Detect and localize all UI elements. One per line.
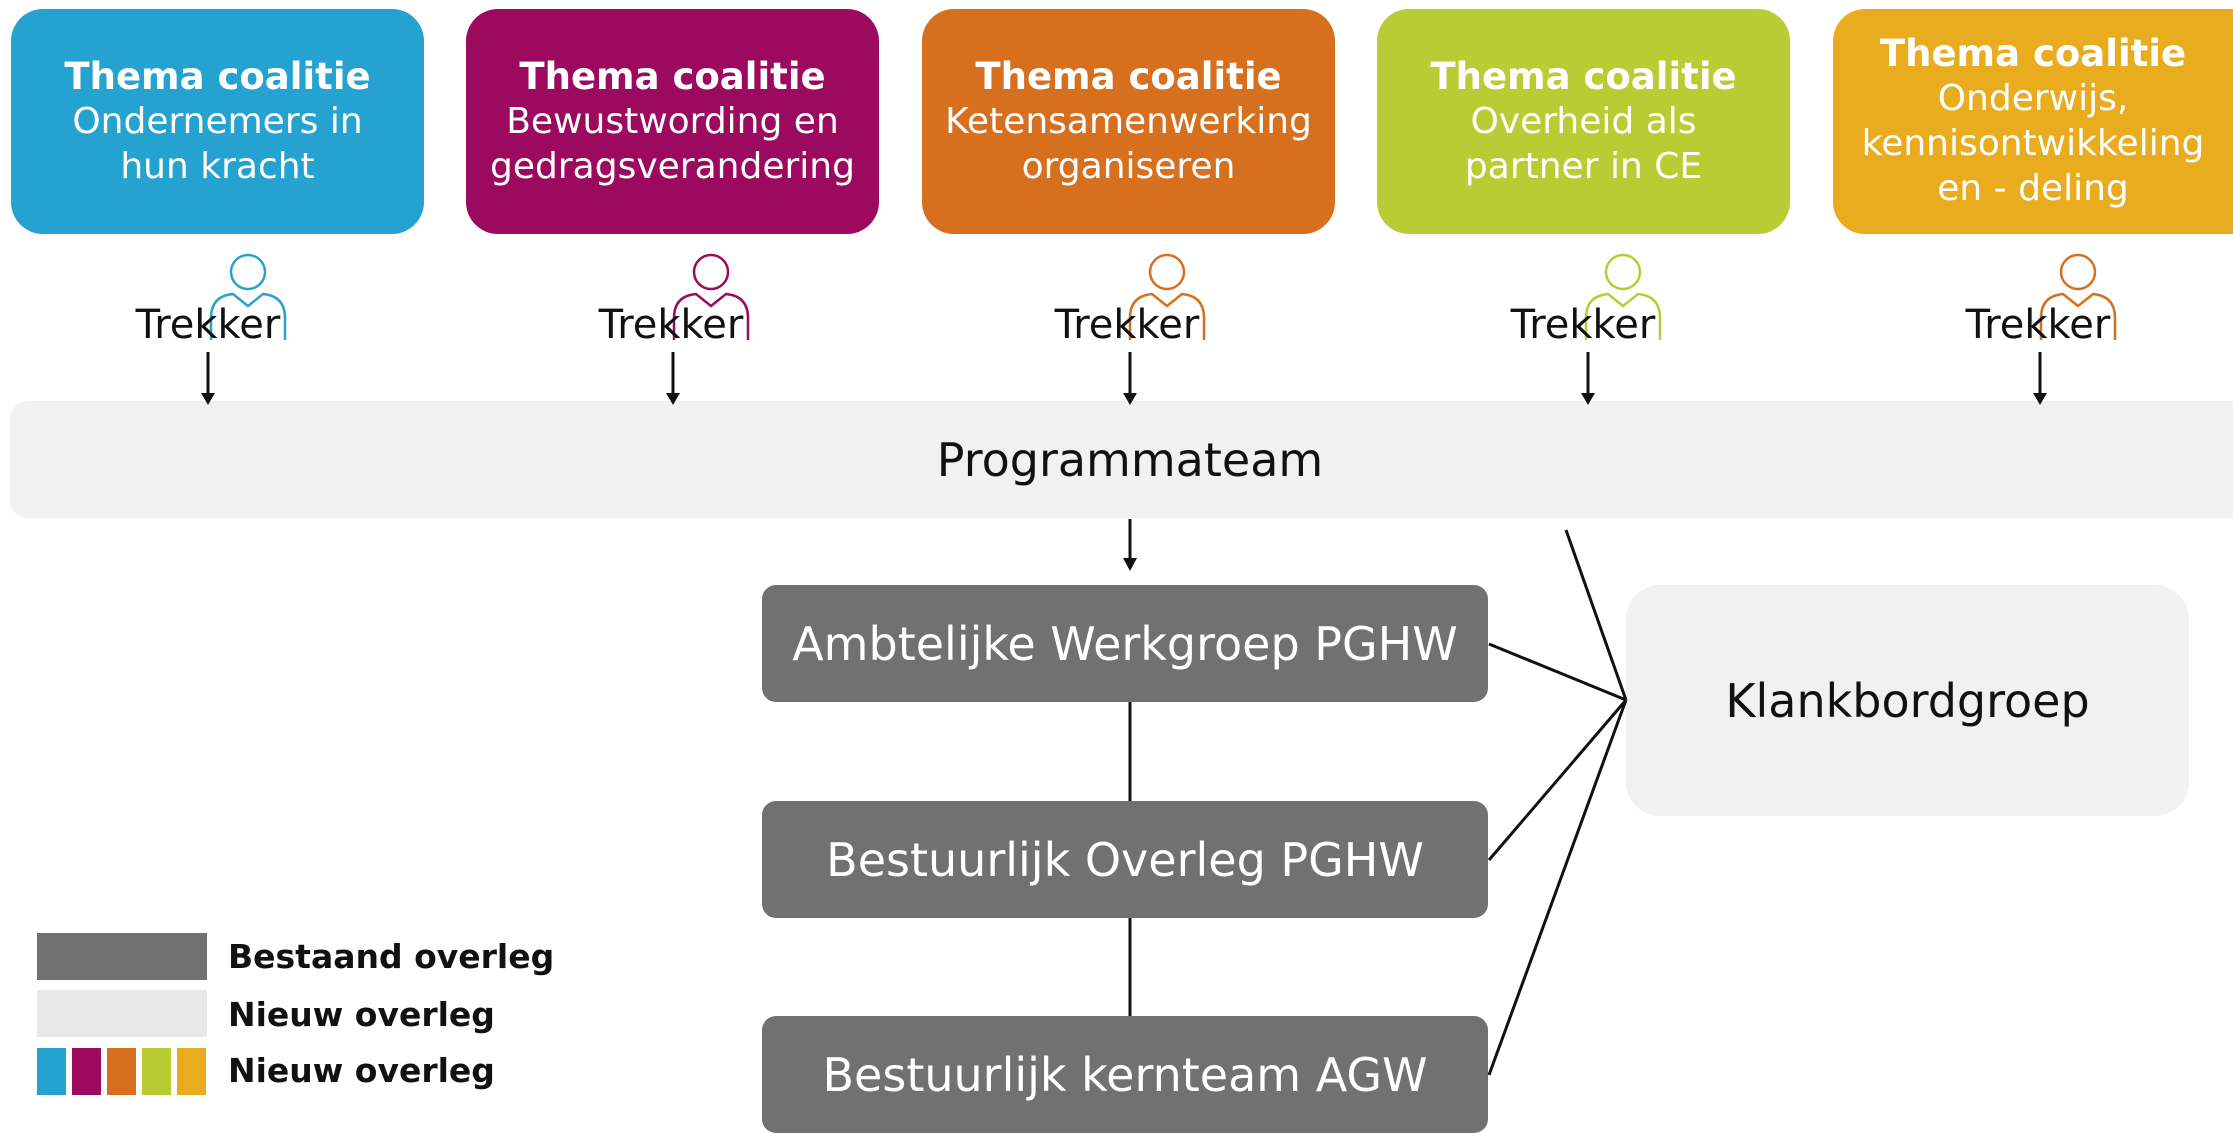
theme-coalition-bewustwording: Thema coalitie Bewustwording en gedragsv… (466, 9, 879, 234)
klankbordgroep-box: Klankbordgroep (1626, 585, 2189, 816)
person-icon (672, 253, 750, 340)
theme-coalition-ondernemers: Thema coalitie Ondernemers in hun kracht (11, 9, 424, 234)
legend-swatch-existing (37, 933, 207, 980)
line-kernteam-klankbord (1487, 699, 1628, 1076)
theme-title: Thema coalitie (1879, 32, 2187, 75)
theme-subtitle: Bewustwording en gedragsverandering (490, 100, 855, 187)
line-programmateam-klankbord (1564, 529, 1628, 701)
legend-label-existing: Bestaand overleg (228, 937, 555, 976)
line-overleg-klankbord (1487, 699, 1628, 861)
person-icon (2039, 253, 2117, 340)
ambtelijke-werkgroep-box: Ambtelijke Werkgroep PGHW (762, 585, 1488, 702)
person-icon (209, 253, 287, 340)
arrowhead-icon (1123, 558, 1137, 571)
legend-label-new-light: Nieuw overleg (228, 995, 495, 1034)
trekker-label: Trekker (598, 302, 744, 348)
programmateam-band (10, 401, 2233, 518)
legend-swatch-lime (142, 1048, 171, 1095)
trekker-label: Trekker (1054, 302, 1200, 348)
trekker-label: Trekker (1510, 302, 1656, 348)
legend-swatch-blue (37, 1048, 66, 1095)
theme-subtitle: Overheid als partner in CE (1464, 100, 1703, 187)
trekker-label: Trekker (1965, 302, 2111, 348)
programmateam-text: Programmateam (936, 432, 1324, 487)
theme-title: Thema coalitie (1430, 54, 1737, 98)
programmateam-label: Programmateam (10, 401, 2233, 518)
theme-coalition-onderwijs: Thema coalitie Onderwijs, kennisontwikke… (1833, 9, 2233, 234)
theme-subtitle: Onderwijs, kennisontwikkeling en - delin… (1861, 78, 2205, 209)
legend-swatch-orange (107, 1048, 136, 1095)
legend-swatch-yellow (177, 1048, 206, 1095)
theme-title: Thema coalitie (64, 54, 371, 98)
legend-swatch-purple (72, 1048, 101, 1095)
theme-subtitle: Ketensamenwerking organiseren (945, 100, 1312, 187)
person-icon (1128, 253, 1206, 340)
theme-subtitle: Ondernemers in hun kracht (72, 100, 363, 187)
line-werkgroep-klankbord (1488, 642, 1627, 702)
bestuurlijk-kernteam-box: Bestuurlijk kernteam AGW (762, 1016, 1488, 1133)
bestuurlijk-overleg-box: Bestuurlijk Overleg PGHW (762, 801, 1488, 918)
theme-title: Thema coalitie (975, 54, 1282, 98)
legend-swatch-new-light (37, 990, 207, 1037)
trekker-label: Trekker (135, 302, 281, 348)
legend-label-new-colored: Nieuw overleg (228, 1051, 495, 1090)
theme-title: Thema coalitie (519, 54, 826, 98)
theme-coalition-ketensamenwerking: Thema coalitie Ketensamenwerking organis… (922, 9, 1335, 234)
theme-coalition-overheid: Thema coalitie Overheid als partner in C… (1377, 9, 1790, 234)
person-icon (1584, 253, 1662, 340)
